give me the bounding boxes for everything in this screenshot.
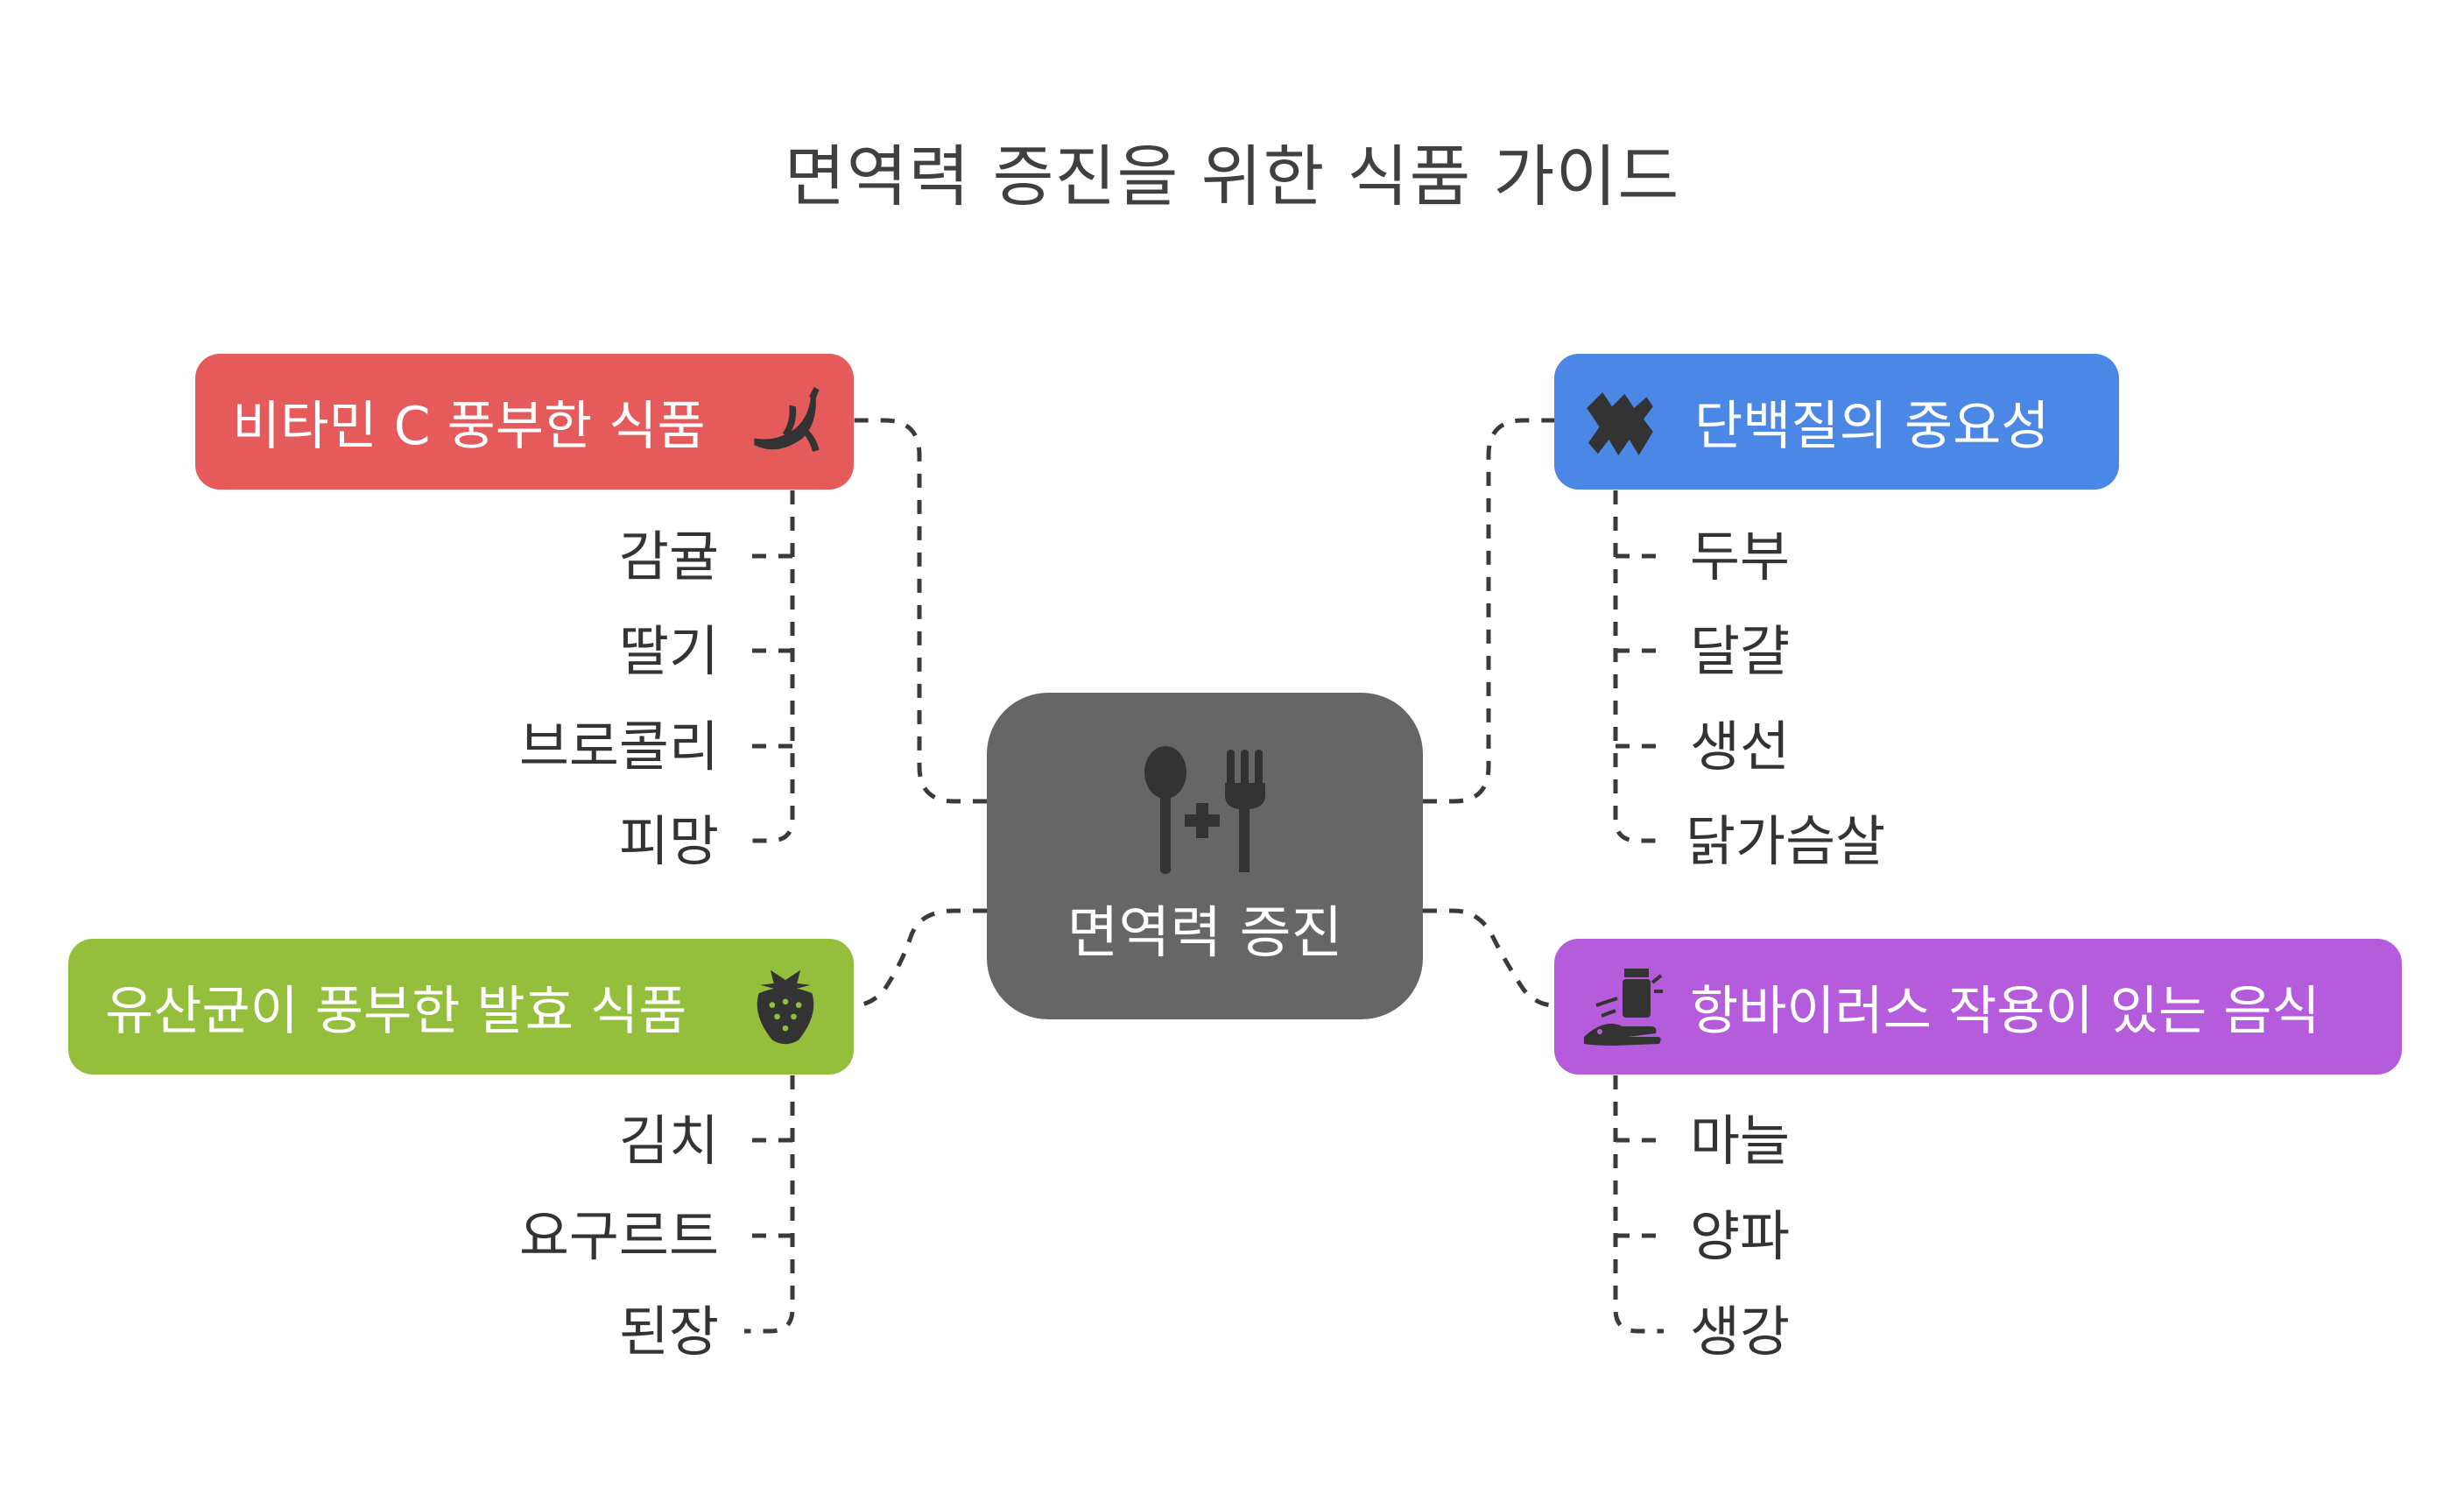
connector-center-probiotic bbox=[853, 908, 987, 1008]
connector-vitamin-trunk bbox=[744, 490, 795, 843]
branch-vitamin-c-label: 비타민 C 풍부한 식품 bbox=[232, 396, 706, 457]
connector-center-vitamin bbox=[854, 418, 987, 804]
center-label: 면역력 증진 bbox=[1067, 900, 1343, 966]
utensils-medical-icon bbox=[1139, 744, 1271, 879]
strawberry-icon bbox=[750, 965, 820, 1048]
list-item: 피망 bbox=[618, 809, 719, 873]
list-item: 브로콜리 bbox=[518, 715, 719, 779]
branch-probiotic: 유산균이 풍부한 발효 식품 bbox=[68, 939, 854, 1075]
list-item: 요구르트 bbox=[518, 1204, 719, 1268]
connector-probiotic-trunk bbox=[744, 1075, 795, 1334]
garlic-jar-icon bbox=[1579, 963, 1666, 1051]
list-item: 딸기 bbox=[618, 619, 719, 683]
branch-vitamin-c: 비타민 C 풍부한 식품 bbox=[195, 354, 854, 490]
list-item: 된장 bbox=[618, 1300, 719, 1364]
connector-protein-trunk bbox=[1613, 490, 1664, 843]
connector-antiviral-trunk bbox=[1613, 1075, 1664, 1334]
list-item: 두부 bbox=[1690, 525, 1791, 588]
branch-antiviral-label: 항바이러스 작용이 있는 음식 bbox=[1690, 981, 2320, 1042]
list-item: 생선 bbox=[1690, 715, 1791, 779]
banana-icon bbox=[744, 380, 827, 463]
list-item: 달걀 bbox=[1690, 619, 1791, 683]
connector-center-antiviral bbox=[1423, 908, 1555, 1008]
protein-icon bbox=[1580, 384, 1659, 463]
connector-center-protein bbox=[1423, 418, 1554, 804]
list-item: 감귤 bbox=[618, 525, 719, 588]
page-title: 면역력 증진을 위한 식품 가이드 bbox=[784, 137, 1680, 215]
branch-protein: 단백질의 중요성 bbox=[1554, 354, 2119, 490]
list-item: 마늘 bbox=[1690, 1109, 1791, 1173]
branch-probiotic-label: 유산균이 풍부한 발효 식품 bbox=[105, 981, 687, 1042]
branch-antiviral: 항바이러스 작용이 있는 음식 bbox=[1554, 939, 2402, 1075]
list-item: 양파 bbox=[1690, 1204, 1791, 1268]
center-node: 면역력 증진 bbox=[987, 693, 1423, 1019]
list-item: 김치 bbox=[618, 1109, 719, 1173]
list-item: 생강 bbox=[1690, 1300, 1791, 1364]
branch-protein-label: 단백질의 중요성 bbox=[1694, 396, 2050, 457]
list-item: 닭가슴살 bbox=[1686, 809, 1886, 873]
